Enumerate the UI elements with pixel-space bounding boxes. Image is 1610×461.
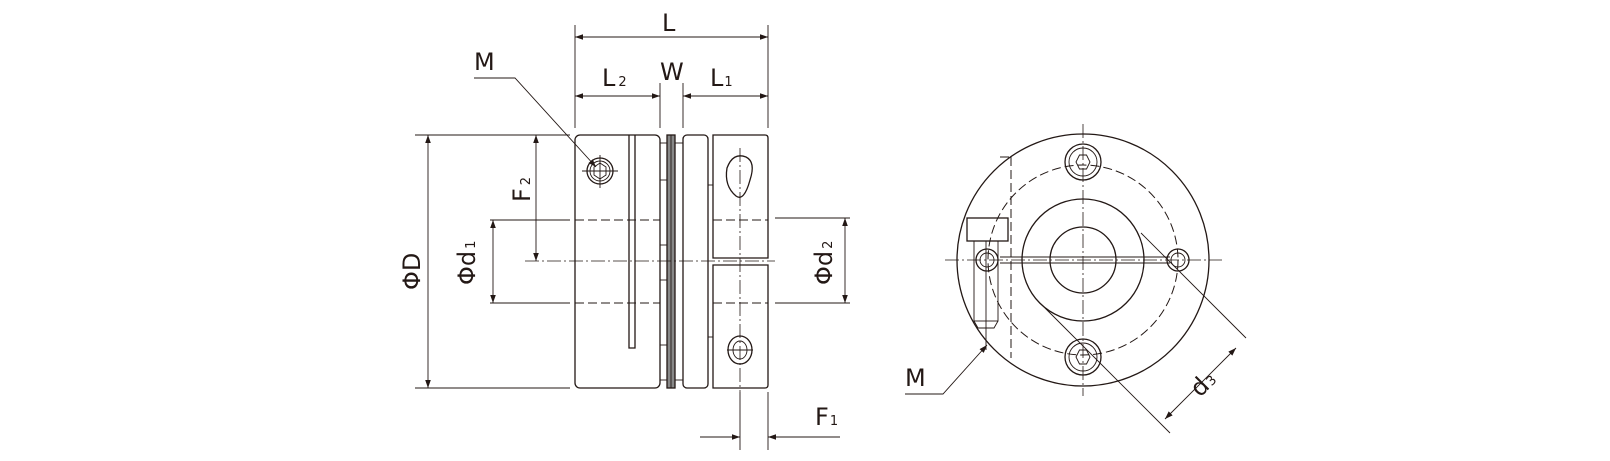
leader-M-side bbox=[905, 344, 988, 395]
label-D: ΦD bbox=[398, 253, 426, 290]
side-view: d3 M bbox=[905, 124, 1247, 434]
label-L1: L1 bbox=[710, 64, 733, 92]
label-d2: Φd2 bbox=[810, 241, 838, 285]
right-hub-collar bbox=[682, 134, 709, 389]
hex-screw-top-icon bbox=[1064, 143, 1102, 181]
clamp-screw-side bbox=[966, 156, 1012, 358]
right-hub-clamp-lower bbox=[712, 264, 769, 389]
right-hub-clamp-upper bbox=[712, 134, 769, 259]
label-F2: F2 bbox=[508, 177, 536, 202]
label-M-side: M bbox=[905, 364, 926, 392]
label-d1: Φd1 bbox=[453, 241, 481, 285]
label-W: W bbox=[660, 58, 684, 86]
hex-screw-icon bbox=[582, 155, 618, 188]
left-hub-slit bbox=[628, 135, 636, 349]
label-L: L bbox=[662, 9, 676, 37]
label-F1: F1 bbox=[815, 403, 838, 431]
pin-hole-right bbox=[1166, 248, 1190, 272]
disc-pack bbox=[659, 134, 684, 389]
label-d3: d3 bbox=[1184, 365, 1221, 402]
dim-d3 bbox=[1164, 347, 1237, 420]
label-M: M bbox=[474, 48, 495, 76]
hex-screw-bottom-icon bbox=[1064, 338, 1102, 376]
clamp-hole-oval bbox=[725, 155, 753, 198]
leader-M bbox=[474, 77, 597, 168]
